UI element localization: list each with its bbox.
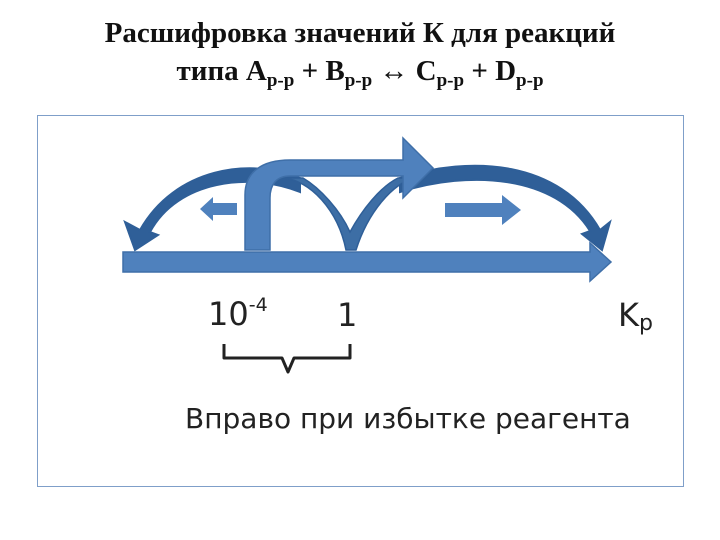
axis-arrow	[122, 241, 613, 283]
right-curved-arrow	[399, 164, 612, 252]
range-brace	[222, 344, 352, 374]
title-line-2: типа Aр-р + Bр-р ↔ Cр-р + Dр-р	[176, 55, 544, 91]
kp-label: Kp	[618, 296, 653, 336]
u-turn-arrow	[244, 136, 435, 251]
small-left-arrow	[200, 197, 237, 221]
small-right-arrow	[445, 195, 521, 225]
slide-title: Расшифровка значений К для реакций типа …	[0, 14, 720, 100]
title-line-1: Расшифровка значений К для реакций	[104, 17, 616, 49]
diagram-panel	[37, 115, 684, 487]
caption-text: Вправо при избытке реагента	[185, 402, 631, 435]
tick-label-low: 10-4	[208, 294, 268, 333]
tick-label-one: 1	[337, 296, 358, 334]
central-v-arcs	[282, 177, 416, 251]
